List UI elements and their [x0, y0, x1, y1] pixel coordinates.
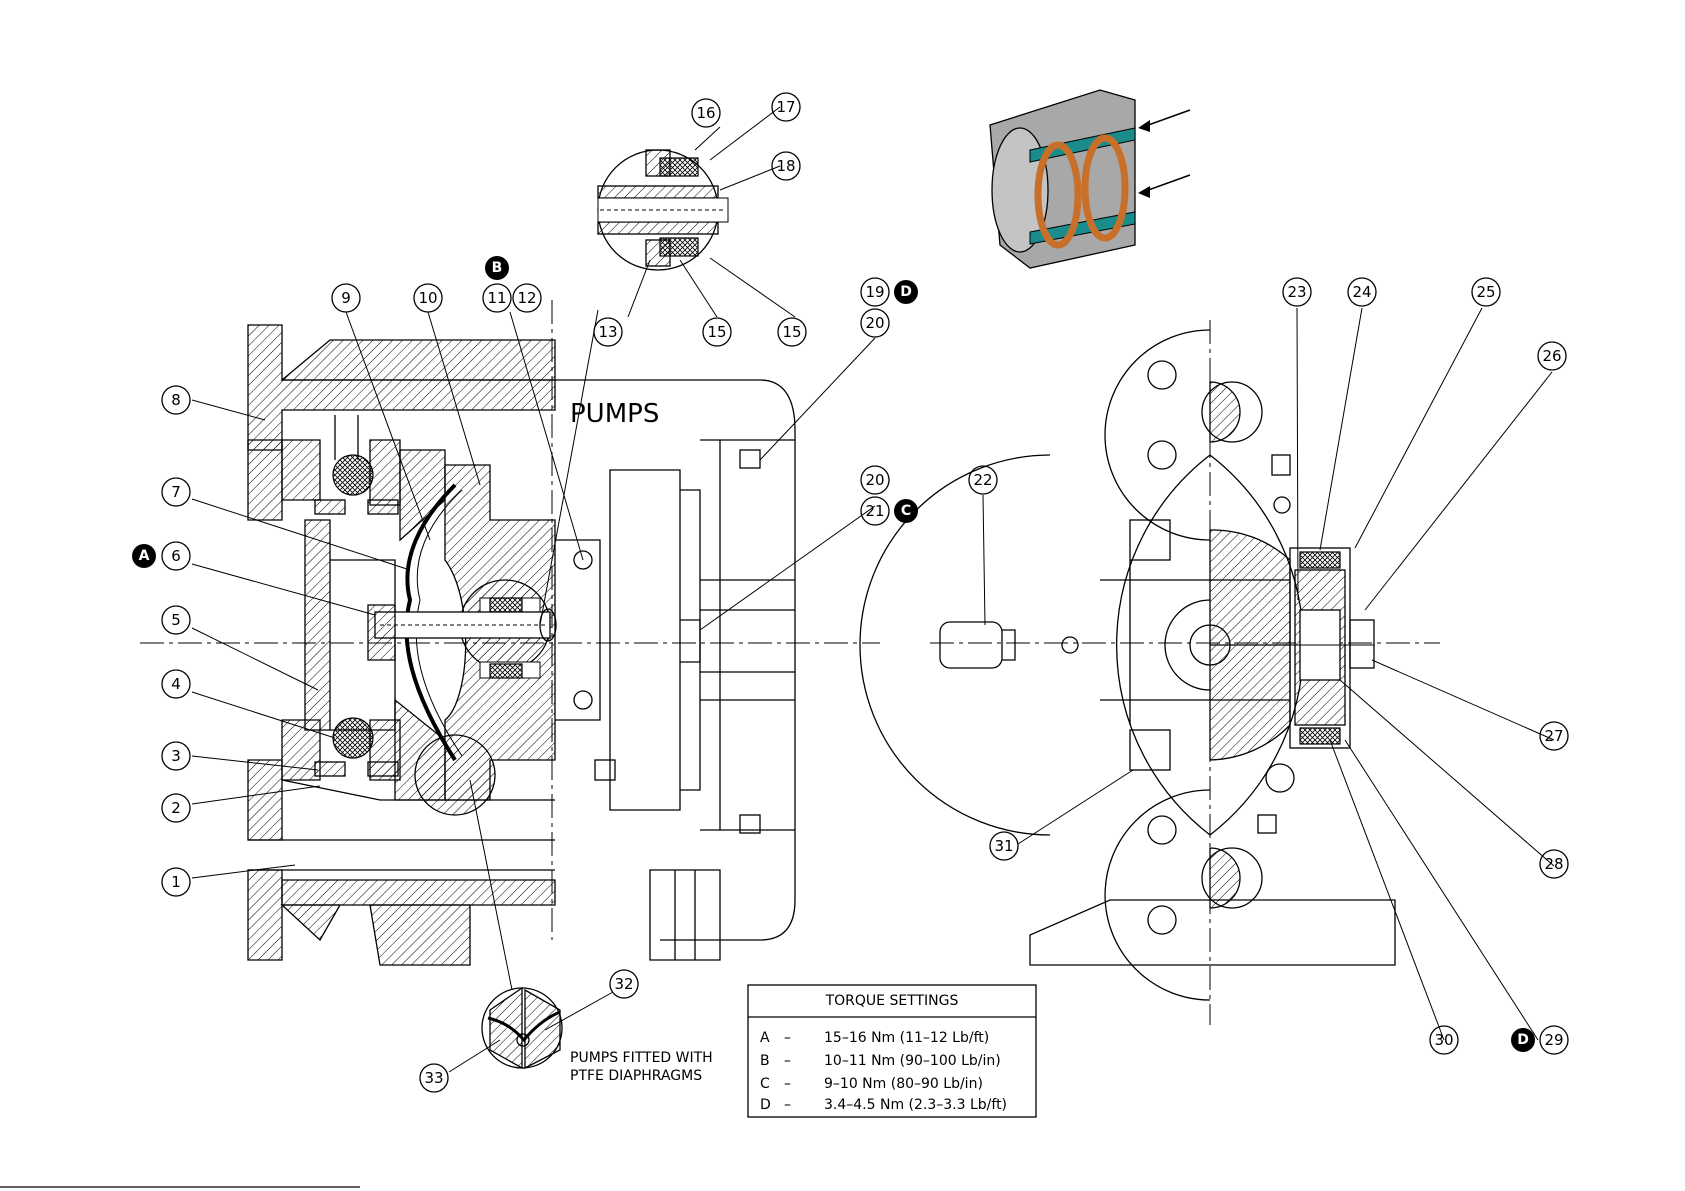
callout-label: 9: [341, 289, 351, 307]
callout-label: 1: [171, 873, 181, 891]
callout-label: 5: [171, 611, 181, 629]
torque-table: TORQUE SETTINGS A – 15–16 Nm (11–12 Lb/f…: [748, 985, 1036, 1117]
torque-row-letter: B: [760, 1053, 770, 1069]
callout-21: 21: [861, 497, 889, 525]
callout-label: 29: [1544, 1031, 1563, 1049]
spring-seal-illustration: [990, 90, 1190, 268]
torque-table-title: TORQUE SETTINGS: [825, 993, 959, 1009]
callout-24: 24: [1348, 278, 1376, 306]
svg-text:B: B: [492, 260, 503, 276]
callout-1: 1: [162, 868, 190, 896]
callout-label: 6: [171, 547, 181, 565]
callout-label: 15: [707, 323, 726, 341]
callout-label: 19: [865, 283, 884, 301]
callout-32: 32: [610, 970, 638, 998]
callout-label: 2: [171, 799, 181, 817]
torque-marker-b: B: [485, 256, 509, 280]
svg-text:D: D: [1517, 1032, 1529, 1048]
svg-text:C: C: [901, 503, 911, 519]
callout-label: 25: [1476, 283, 1495, 301]
callout-label: 10: [418, 289, 437, 307]
ptfe-note-line-1: PUMPS FITTED WITH: [570, 1050, 713, 1066]
callout-4: 4: [162, 670, 190, 698]
torque-marker-d2: D: [1511, 1028, 1535, 1052]
callout-31: 31: [990, 832, 1018, 860]
callout-label: 28: [1544, 855, 1563, 873]
callout-label: 32: [614, 975, 633, 993]
callout-label: 4: [171, 675, 181, 693]
torque-row-dash: –: [784, 1076, 791, 1092]
callout-label: 15: [782, 323, 801, 341]
callout-13: 13: [594, 318, 622, 346]
torque-row-value: 10–11 Nm (90–100 Lb/in): [824, 1053, 1001, 1069]
callout-20b: 20: [861, 466, 889, 494]
callout-label: 18: [776, 157, 795, 175]
callout-label: 12: [517, 289, 536, 307]
callout-27: 27: [1540, 722, 1568, 750]
callout-label: 21: [865, 502, 884, 520]
torque-marker-d: D: [894, 280, 918, 304]
callout-19: 19: [861, 278, 889, 306]
callout-5: 5: [162, 606, 190, 634]
callout-label: 3: [171, 747, 181, 765]
torque-row-letter: D: [760, 1097, 771, 1113]
callout-25: 25: [1472, 278, 1500, 306]
callout-2: 2: [162, 794, 190, 822]
torque-row-value: 15–16 Nm (11–12 Lb/ft): [824, 1030, 989, 1046]
callout-label: 16: [696, 104, 715, 122]
torque-row-dash: –: [784, 1030, 791, 1046]
torque-marker-a: A: [132, 544, 156, 568]
section-view: PUMPS: [140, 150, 880, 1068]
torque-row-letter: A: [760, 1030, 770, 1046]
callout-12: 12: [513, 284, 541, 312]
callout-label: 20: [865, 471, 884, 489]
callout-label: 17: [776, 98, 795, 116]
torque-row-value: 3.4–4.5 Nm (2.3–3.3 Lb/ft): [824, 1097, 1007, 1113]
callout-9: 9: [332, 284, 360, 312]
torque-marker-c: C: [894, 499, 918, 523]
callout-7: 7: [162, 478, 190, 506]
callout-label: 13: [598, 323, 617, 341]
callout-22: 22: [969, 466, 997, 494]
torque-row-value: 9–10 Nm (80–90 Lb/in): [824, 1076, 983, 1092]
callout-label: 26: [1542, 347, 1561, 365]
callout-label: 11: [487, 289, 506, 307]
callout-8: 8: [162, 386, 190, 414]
callout-26: 26: [1538, 342, 1566, 370]
callout-label: 7: [171, 483, 181, 501]
callout-label: 27: [1544, 727, 1563, 745]
callout-29: 29: [1540, 1026, 1568, 1054]
callout-20a: 20: [861, 309, 889, 337]
callout-15b: 15: [778, 318, 806, 346]
callout-16: 16: [692, 99, 720, 127]
torque-row-dash: –: [784, 1097, 791, 1113]
callout-28: 28: [1540, 850, 1568, 878]
callout-label: 23: [1287, 283, 1306, 301]
callout-label: 24: [1352, 283, 1371, 301]
torque-row-dash: –: [784, 1053, 791, 1069]
callout-10: 10: [414, 284, 442, 312]
callout-label: 31: [994, 837, 1013, 855]
callout-17: 17: [772, 93, 800, 121]
callout-label: 30: [1434, 1031, 1453, 1049]
callout-label: 33: [424, 1069, 443, 1087]
svg-text:D: D: [900, 284, 912, 300]
ptfe-note-line-2: PTFE DIAPHRAGMS: [570, 1068, 702, 1084]
callout-23: 23: [1283, 278, 1311, 306]
external-view: [860, 320, 1440, 1025]
callout-11: 11: [483, 284, 511, 312]
body-text: PUMPS: [570, 399, 659, 429]
callout-30: 30: [1430, 1026, 1458, 1054]
callout-15a: 15: [703, 318, 731, 346]
callout-3: 3: [162, 742, 190, 770]
callout-label: 8: [171, 391, 181, 409]
svg-text:A: A: [139, 548, 150, 564]
callout-label: 20: [865, 314, 884, 332]
callout-18: 18: [772, 152, 800, 180]
torque-row-letter: C: [760, 1076, 770, 1092]
callout-label: 22: [973, 471, 992, 489]
callout-33: 33: [420, 1064, 448, 1092]
callout-6: 6: [162, 542, 190, 570]
